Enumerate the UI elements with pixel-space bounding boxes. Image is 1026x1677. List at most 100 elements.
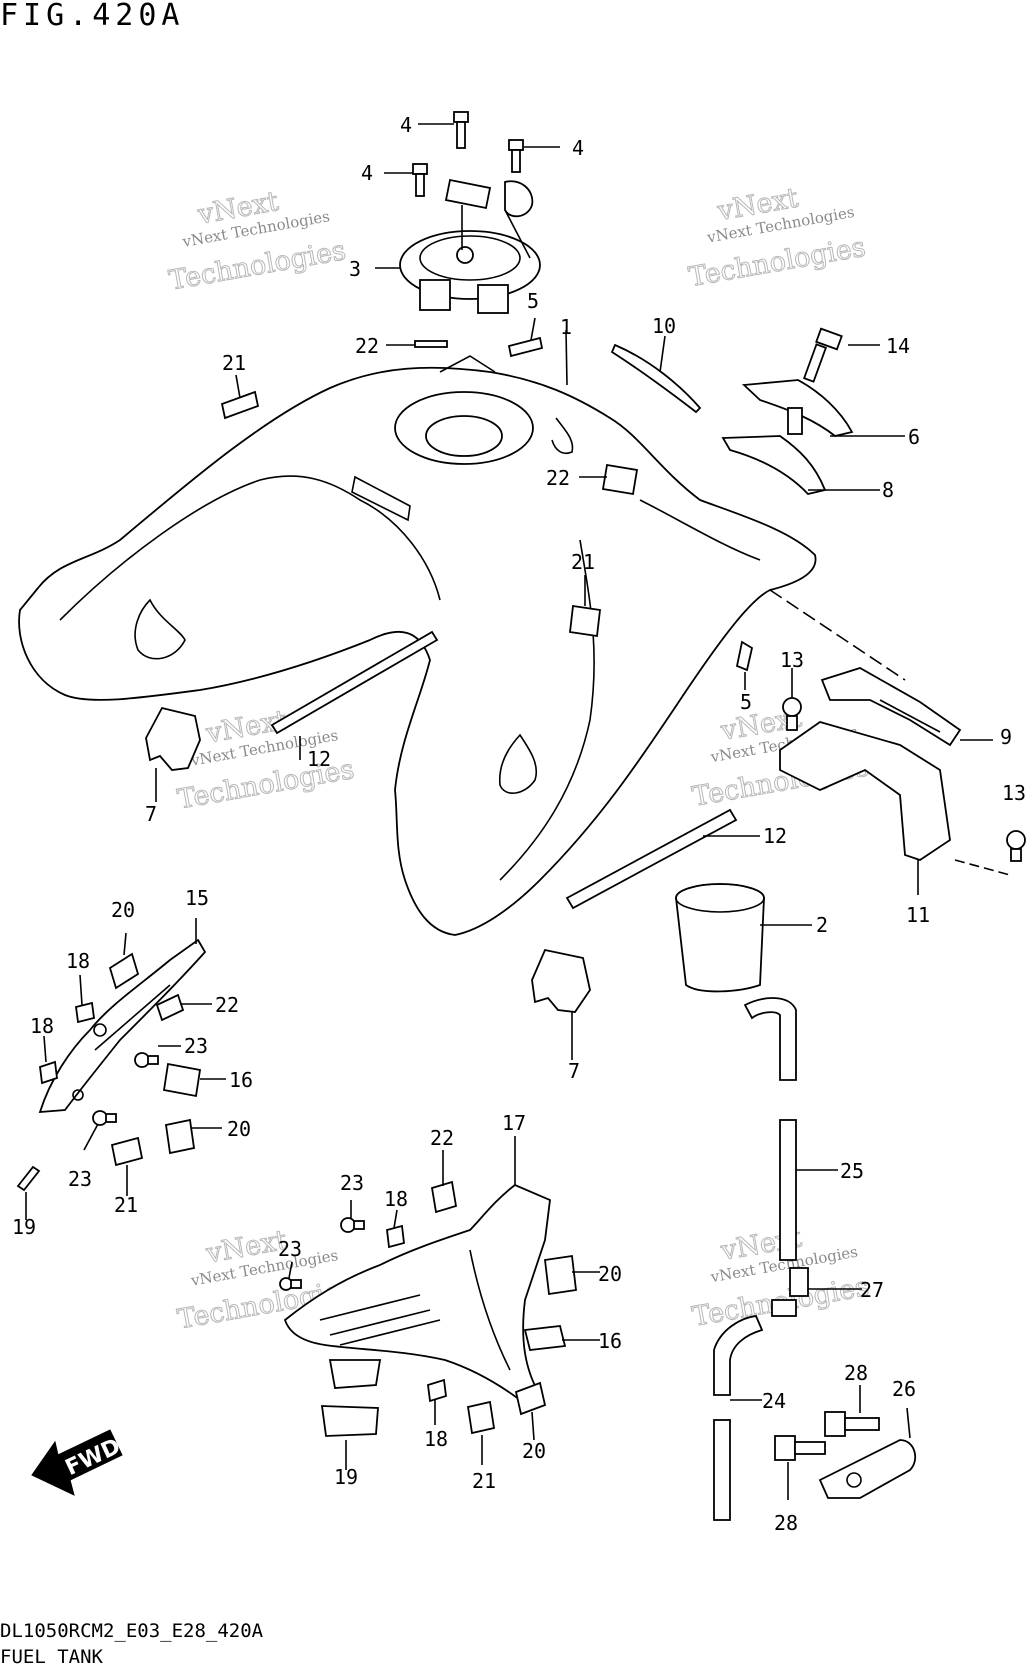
part-28b-bolt — [774, 1435, 826, 1461]
part-24-hose — [713, 1315, 764, 1521]
callout-19a: 19 — [12, 1215, 36, 1239]
callout-15: 15 — [185, 886, 209, 910]
callout-18d: 18 — [424, 1427, 448, 1451]
pad-18d — [427, 1378, 447, 1403]
bolt-4c — [412, 163, 428, 197]
callout-16a: 16 — [229, 1068, 253, 1092]
callout-5b: 5 — [740, 690, 752, 714]
part-12a-strip — [270, 630, 439, 735]
pad-20b — [164, 1118, 196, 1155]
callout-28a: 28 — [844, 1361, 868, 1385]
bolt-23c — [340, 1217, 365, 1233]
callout-21d: 21 — [472, 1469, 496, 1493]
callout-4b: 4 — [572, 136, 584, 160]
part-7a-damper — [145, 706, 201, 771]
part-19b-pad — [320, 1359, 382, 1437]
callout-22c: 22 — [215, 993, 239, 1017]
bolt-4b — [508, 139, 524, 173]
callout-23b: 23 — [68, 1167, 92, 1191]
callout-21c: 21 — [114, 1193, 138, 1217]
part-13a-bolt — [782, 697, 802, 731]
callout-6: 6 — [908, 425, 920, 449]
callout-22a: 22 — [355, 334, 379, 358]
pad-18c — [386, 1224, 405, 1249]
pad-5a — [507, 336, 544, 358]
fuel-tank-body — [18, 355, 817, 936]
part-27-fitting — [771, 1267, 809, 1317]
callout-2: 2 — [816, 913, 828, 937]
figure-caption: FUEL TANK — [0, 1646, 103, 1668]
callout-17: 17 — [502, 1111, 526, 1135]
callout-21b: 21 — [571, 550, 595, 574]
callout-13a: 13 — [780, 648, 804, 672]
callout-10: 10 — [652, 314, 676, 338]
part-12b-strip — [565, 808, 738, 910]
callout-23c: 23 — [340, 1171, 364, 1195]
callout-11: 11 — [906, 903, 930, 927]
pad-20d — [514, 1381, 547, 1416]
callout-8: 8 — [882, 478, 894, 502]
part-13b-bolt — [1006, 830, 1026, 862]
leader-lines — [25, 123, 1011, 1500]
watermark-2: vNext Technologies vNext Technologies — [686, 182, 868, 294]
bolt-4a — [453, 111, 469, 149]
callout-12b: 12 — [763, 824, 787, 848]
callout-3: 3 — [349, 257, 361, 281]
callout-4c: 4 — [361, 161, 373, 185]
callout-labels: 1 2 3 4 4 4 5 5 6 7 7 8 9 10 11 12 12 13… — [12, 113, 1026, 1535]
drawing-code: DL1050RCM2_E03_E28_420A — [0, 1620, 264, 1642]
part-8-bracket — [721, 435, 827, 495]
part-6-bracket — [741, 379, 854, 437]
pad-16b — [523, 1325, 567, 1351]
watermark-3: vNext Technologies vNext Technologies — [175, 704, 357, 816]
callout-12a: 12 — [307, 747, 331, 771]
pad-22b — [601, 463, 639, 496]
callout-25: 25 — [840, 1159, 864, 1183]
pad-16a — [162, 1062, 202, 1098]
callout-23d: 23 — [278, 1237, 302, 1261]
pad-18a — [75, 1001, 95, 1024]
callout-18a: 18 — [66, 949, 90, 973]
part-9-cover — [820, 667, 962, 747]
callout-24: 24 — [762, 1389, 786, 1413]
callout-27: 27 — [860, 1278, 884, 1302]
callout-20d: 20 — [522, 1439, 546, 1463]
bolt-23b — [92, 1110, 117, 1126]
callout-9: 9 — [1000, 725, 1012, 749]
callout-13b: 13 — [1002, 781, 1026, 805]
bolt-23d — [279, 1277, 302, 1291]
pad-20a — [108, 952, 140, 990]
callout-18c: 18 — [384, 1187, 408, 1211]
callout-19b: 19 — [334, 1465, 358, 1489]
callout-23a: 23 — [184, 1034, 208, 1058]
pad-18b — [39, 1060, 58, 1085]
pad-22c — [155, 993, 185, 1022]
callout-4a: 4 — [400, 113, 412, 137]
part-26-bracket — [818, 1439, 917, 1499]
pad-21d — [466, 1400, 496, 1435]
forward-arrow: FWD — [31, 1429, 124, 1496]
pad-20c — [544, 1254, 577, 1296]
part-7b-damper — [531, 948, 591, 1013]
part-14-bolt — [802, 327, 843, 383]
callout-22b: 22 — [546, 466, 570, 490]
watermark-1: vNext Technologies vNext Technologies — [166, 186, 348, 298]
callout-21a: 21 — [222, 351, 246, 375]
bolt-23a — [134, 1052, 159, 1068]
part-2-filter — [675, 883, 765, 993]
callout-18b: 18 — [30, 1014, 54, 1038]
pad-21a — [220, 390, 260, 420]
callout-7b: 7 — [568, 1059, 580, 1083]
part-11-bracket — [779, 721, 951, 861]
callout-5a: 5 — [527, 289, 539, 313]
pad-19a — [16, 1165, 41, 1192]
strip-22a — [414, 340, 448, 348]
part-15-side-cover — [38, 938, 207, 1114]
callout-7a: 7 — [145, 802, 157, 826]
callout-26: 26 — [892, 1377, 916, 1401]
pad-22d — [430, 1180, 458, 1214]
callout-20a: 20 — [111, 898, 135, 922]
callout-14: 14 — [886, 334, 910, 358]
